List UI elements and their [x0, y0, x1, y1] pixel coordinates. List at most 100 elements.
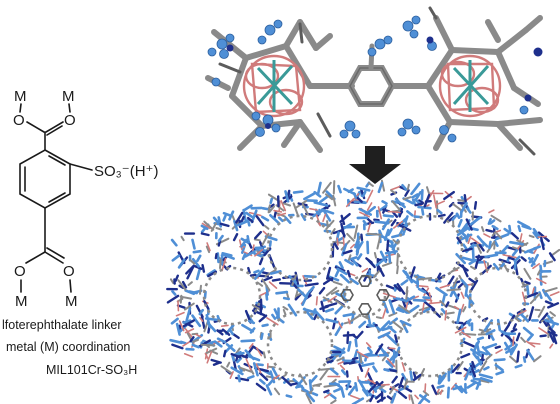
framework-strut — [365, 189, 374, 203]
framework-strut — [336, 237, 339, 246]
framework-strut — [334, 268, 341, 278]
framework-strut — [205, 245, 211, 254]
framework-strut — [176, 304, 186, 309]
framework-strut — [492, 262, 500, 271]
framework-strut — [290, 280, 298, 289]
framework-strut — [520, 256, 527, 262]
framework-strut — [313, 384, 321, 387]
framework-strut — [306, 392, 316, 403]
framework-strut — [216, 337, 227, 344]
framework-strut — [352, 192, 358, 199]
framework-strut — [461, 340, 475, 348]
framework-strut — [359, 380, 369, 384]
framework-strut — [255, 382, 267, 392]
framework-strut — [365, 389, 373, 396]
framework-strut — [512, 323, 517, 330]
framework-strut — [346, 232, 355, 242]
framework-strut — [525, 340, 536, 348]
framework-strut — [250, 209, 258, 224]
framework-strut — [359, 353, 363, 364]
framework-strut — [489, 219, 496, 225]
framework-strut — [206, 242, 211, 252]
framework-strut — [538, 327, 549, 335]
framework-strut — [328, 382, 341, 386]
framework-strut — [245, 358, 252, 371]
framework-strut — [219, 258, 222, 270]
framework-strut — [343, 360, 356, 365]
framework-strut — [282, 202, 291, 207]
framework-strut — [520, 313, 530, 323]
framework-pore — [396, 214, 464, 282]
water-molecules — [207, 15, 543, 143]
framework-strut — [320, 208, 335, 215]
framework-strut — [308, 379, 313, 391]
framework-strut — [171, 254, 181, 262]
framework-strut — [182, 319, 192, 324]
framework-strut — [465, 318, 472, 325]
framework-strut — [232, 232, 239, 242]
framework-strut — [237, 219, 249, 227]
framework-strut — [484, 342, 498, 350]
framework-strut — [262, 351, 266, 359]
metal-label-top-right: M — [62, 88, 75, 105]
framework-strut — [479, 376, 493, 383]
framework-strut — [406, 210, 414, 217]
framework-strut — [284, 216, 292, 224]
framework-strut — [240, 339, 256, 343]
framework-strut — [392, 220, 404, 229]
framework-strut — [201, 222, 211, 230]
caption-line-2: metal (M) coordination — [6, 340, 130, 354]
framework-strut — [388, 347, 396, 350]
framework-strut — [316, 181, 322, 196]
framework-strut — [446, 311, 455, 315]
framework-strut — [206, 351, 213, 364]
framework-strut — [398, 376, 405, 389]
framework-strut — [494, 363, 504, 372]
framework-strut — [349, 394, 362, 401]
framework-strut — [345, 370, 349, 378]
framework-strut — [388, 299, 396, 315]
framework-strut — [178, 320, 185, 332]
framework-strut — [166, 294, 180, 304]
framework-strut — [169, 338, 183, 345]
framework-strut — [336, 356, 345, 362]
framework-strut — [532, 263, 541, 270]
framework-strut — [271, 278, 281, 282]
framework-strut — [281, 376, 293, 387]
framework-strut — [334, 304, 345, 315]
framework-strut — [195, 268, 201, 281]
framework-strut — [468, 293, 472, 309]
framework-strut — [390, 218, 397, 227]
framework-strut — [484, 253, 499, 259]
framework-strut — [437, 374, 442, 385]
framework-strut — [235, 211, 244, 224]
framework-strut — [353, 224, 359, 239]
framework-strut — [219, 222, 230, 228]
framework-strut — [322, 209, 332, 222]
framework-strut — [195, 333, 202, 338]
framework-strut — [255, 346, 263, 357]
framework-strut — [386, 239, 390, 252]
oxygen-label-bottom-left: O — [14, 263, 26, 280]
framework-strut — [505, 245, 518, 251]
framework-strut — [337, 361, 345, 365]
framework-strut — [390, 189, 397, 195]
framework-strut — [548, 332, 555, 343]
framework-strut — [539, 334, 547, 338]
framework-strut — [412, 298, 427, 303]
framework-strut — [387, 251, 392, 264]
framework-strut — [342, 249, 353, 255]
metal-cluster-right — [425, 6, 543, 156]
framework-strut — [181, 280, 188, 289]
framework-strut — [354, 338, 358, 348]
framework-strut — [401, 372, 408, 383]
framework-pore — [266, 310, 334, 378]
framework-strut — [446, 288, 462, 292]
framework-strut — [476, 344, 481, 356]
framework-strut — [322, 277, 334, 285]
framework-strut — [434, 200, 446, 206]
framework-strut — [258, 314, 268, 323]
framework-strut — [451, 363, 460, 373]
framework-strut — [396, 283, 406, 295]
